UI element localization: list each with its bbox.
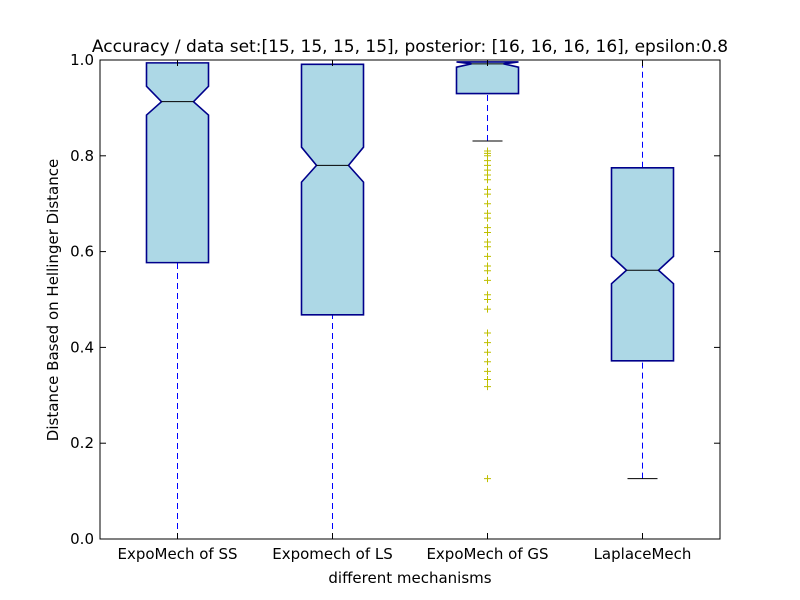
outlier-point xyxy=(484,185,491,193)
outlier-point xyxy=(484,358,491,366)
y-tick-label: 0.0 xyxy=(70,530,94,548)
outlier-point xyxy=(484,252,491,260)
y-tick-label: 0.8 xyxy=(70,147,94,165)
outlier-point xyxy=(484,200,491,208)
axis-ticks: ExpoMech of SS Expomech of LS ExpoMech of … xyxy=(70,51,720,563)
notched-box xyxy=(610,166,675,362)
x-axis-label: different mechanisms xyxy=(328,569,491,587)
outlier-point xyxy=(484,224,491,232)
outlier-point xyxy=(484,147,491,155)
outlier-point xyxy=(484,475,491,483)
outlier-point xyxy=(484,209,491,217)
outlier-point xyxy=(484,348,491,356)
x-tick-label: Expomech of LS xyxy=(272,545,393,563)
plot-marks xyxy=(145,59,675,540)
y-tick-label: 0.2 xyxy=(70,434,94,452)
chart-title: Accuracy / data set:[15, 15, 15, 15], po… xyxy=(92,37,728,57)
y-tick-label: 0.6 xyxy=(70,243,94,261)
outlier-point xyxy=(484,339,491,347)
y-axis-label: Distance Based on Hellinger Distance xyxy=(44,159,62,441)
notched-box xyxy=(145,62,210,264)
outlier-point xyxy=(484,276,491,284)
y-tick-label: 1.0 xyxy=(70,51,94,69)
notched-box xyxy=(455,61,520,95)
x-tick-label: ExpoMech of SS xyxy=(117,545,237,563)
notched-box xyxy=(300,63,365,316)
outlier-point xyxy=(484,262,491,270)
outlier-point xyxy=(484,291,491,299)
outlier-point xyxy=(484,375,491,383)
outlier-point xyxy=(484,329,491,337)
outlier-point xyxy=(484,238,491,246)
plot-area-frame xyxy=(99,59,721,540)
outlier-point xyxy=(484,383,491,391)
y-tick-label: 0.4 xyxy=(70,338,94,356)
x-tick-label: LaplaceMech xyxy=(594,545,692,563)
outlier-point xyxy=(484,367,491,375)
x-tick-label: ExpoMech of GS xyxy=(426,545,548,563)
outlier-point xyxy=(484,305,491,313)
